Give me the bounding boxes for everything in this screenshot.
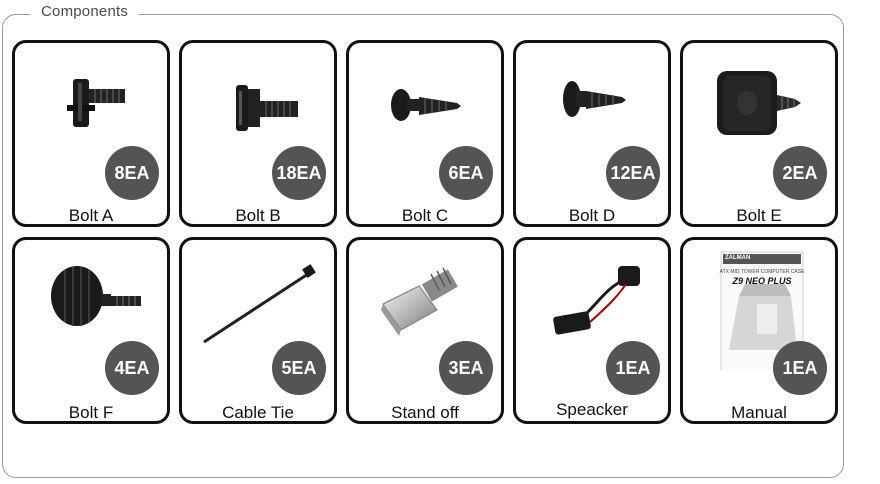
component-label: Stand off (391, 403, 459, 422)
component-card-bolt-c: 6EA Bolt C (346, 40, 504, 227)
quantity-badge: 4EA (105, 341, 159, 395)
cable-tie-icon (182, 240, 334, 370)
component-card-bolt-e: 2EA Bolt E (680, 40, 838, 227)
component-card-bolt-d: 12EA Bolt D (513, 40, 671, 227)
quantity-badge: 5EA (272, 341, 326, 395)
rubber-grommet-screw-icon (683, 43, 835, 173)
speaker-cable-icon (516, 240, 668, 370)
component-card-bolt-f: 4EA Bolt F (12, 237, 170, 424)
component-label: Manual (731, 403, 787, 422)
component-label: Cable Tie (222, 403, 294, 422)
section-title: Components (30, 3, 140, 20)
component-label: Bolt C (401, 206, 449, 225)
component-card-speaker: 1EA Speacker (513, 237, 671, 424)
component-card-stand-off: 3EA Stand off (346, 237, 504, 424)
quantity-badge: 6EA (439, 146, 493, 200)
quantity-badge: 1EA (606, 341, 660, 395)
standoff-icon (349, 240, 501, 370)
component-card-bolt-a: 8EA Bolt A (12, 40, 170, 227)
component-label: Bolt F (68, 403, 114, 422)
component-card-manual: ZALMAN ATX MID TOWER COMPUTER CASE Z9 NE… (680, 237, 838, 424)
component-label: Speacker (556, 400, 628, 419)
hex-washer-bolt-icon (182, 43, 334, 173)
pan-head-screw-icon (349, 43, 501, 173)
quantity-badge: 3EA (439, 341, 493, 395)
component-label: Bolt D (568, 206, 616, 225)
components-frame (2, 14, 844, 478)
quantity-badge: 12EA (606, 146, 660, 200)
quantity-badge: 18EA (272, 146, 326, 200)
thumb-screw-icon (15, 240, 167, 370)
round-head-screw-icon (516, 43, 668, 173)
component-label: Bolt B (235, 206, 281, 225)
component-card-bolt-b: 18EA Bolt B (179, 40, 337, 227)
component-label: Bolt E (736, 206, 782, 225)
quantity-badge: 8EA (105, 146, 159, 200)
quantity-badge: 2EA (773, 146, 827, 200)
components-grid: 8EA Bolt A 18EA Bolt B (12, 40, 840, 426)
quantity-badge: 1EA (773, 341, 827, 395)
manual-subtitle: ATX MID TOWER COMPUTER CASE (719, 269, 805, 275)
flanged-hex-bolt-icon (15, 43, 167, 173)
manual-model: Z9 NEO PLUS (732, 276, 792, 286)
manual-brand: ZALMAN (725, 255, 751, 261)
component-card-cable-tie: 5EA Cable Tie (179, 237, 337, 424)
component-label: Bolt A (68, 206, 114, 225)
